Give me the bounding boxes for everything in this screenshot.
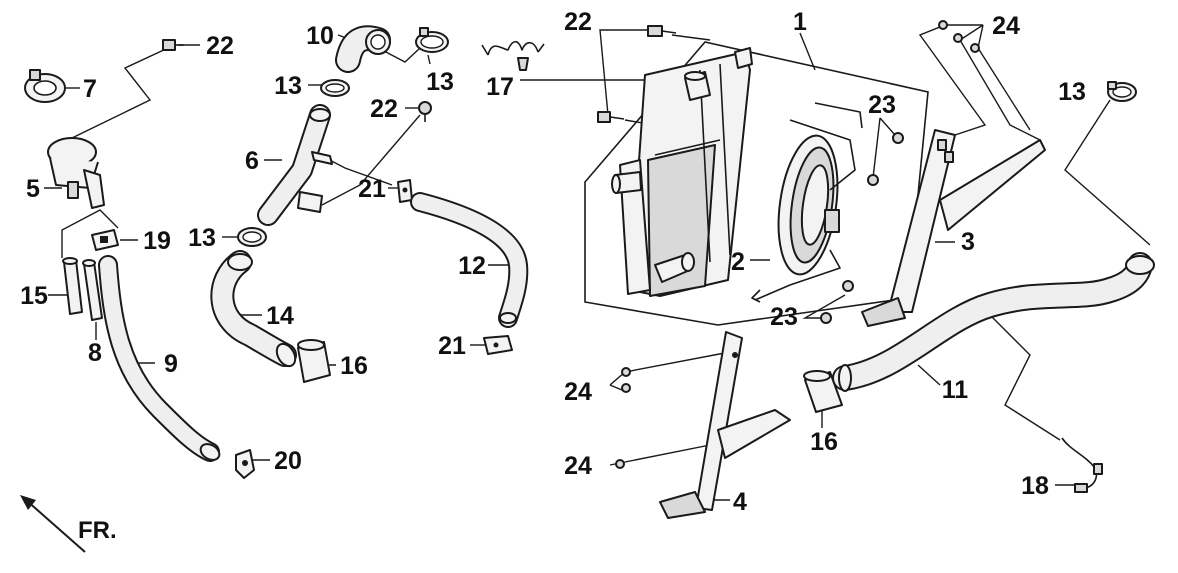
part-22-bolt-mid (418, 101, 432, 122)
callout-17: 17 (486, 73, 514, 101)
callout-22-mid: 22 (370, 95, 398, 123)
part-22-bolt-left (162, 39, 184, 51)
leader-lines (44, 24, 1151, 501)
callout-13-top: 13 (426, 68, 454, 96)
callout-16-right: 16 (810, 428, 838, 456)
part-13-hose-clamp-right (1107, 81, 1137, 102)
callout-24-top: 24 (992, 12, 1020, 40)
callout-15: 15 (20, 282, 48, 310)
part-8-breather-tube (82, 259, 103, 321)
part-6-water-pipe (257, 104, 333, 226)
callout-22-right: 22 (564, 8, 592, 36)
callout-11: 11 (942, 376, 969, 404)
part-3-radiator-bracket-right (861, 129, 1046, 327)
callout-5: 5 (26, 175, 40, 203)
part-23-bolt-lower-a (842, 280, 854, 292)
part-21-clip-lower (483, 335, 513, 355)
callout-1: 1 (793, 8, 807, 36)
part-18-wire-harness-clip (1061, 437, 1103, 493)
part-13-hose-clamp-mid (320, 79, 350, 97)
part-23-bolt-lower-b (820, 312, 832, 324)
callout-7: 7 (83, 75, 97, 103)
callout-labels: 1 2 3 4 5 6 7 8 9 10 11 12 13 13 13 13 1… (20, 8, 1086, 516)
part-21-clip-upper (397, 179, 413, 203)
callout-9: 9 (164, 350, 178, 378)
callout-13-lower: 13 (188, 224, 216, 252)
callout-23-upper: 23 (868, 91, 896, 119)
part-22-bolt-right-upper (647, 25, 677, 37)
part-5-filler-neck (47, 137, 105, 209)
callout-22-left: 22 (206, 32, 234, 60)
part-9-overflow-hose (98, 255, 221, 462)
callout-23-lower: 23 (770, 303, 798, 331)
callout-18: 18 (1021, 472, 1049, 500)
callout-24-mid: 24 (564, 378, 592, 406)
part-19-clip (91, 229, 119, 251)
callout-6: 6 (245, 147, 259, 175)
callout-20: 20 (274, 447, 302, 475)
callout-21-lower: 21 (438, 332, 466, 360)
part-22-bolt-right-lower (597, 111, 625, 123)
part-24-bolt-lower-a (621, 367, 631, 377)
part-17-fastener-clip (481, 40, 545, 71)
part-10-elbow-hose (335, 25, 391, 73)
part-15-breather-tube (62, 257, 83, 315)
callout-14: 14 (266, 302, 294, 330)
part-2-cooling-fan (751, 102, 863, 303)
callout-3: 3 (961, 228, 975, 256)
callout-21-upper: 21 (358, 175, 386, 203)
part-4-radiator-bracket-lower (659, 331, 791, 519)
part-23-bolt-upper-a (892, 132, 904, 144)
part-12-drain-hose (410, 192, 529, 328)
part-13-hose-clamp-lower (237, 227, 267, 247)
part-11-radiator-hose (832, 252, 1155, 392)
part-7-hose-clamp (24, 69, 66, 103)
callout-8: 8 (88, 339, 102, 367)
part-16-hose-sleeve-left (297, 339, 331, 383)
callout-19: 19 (143, 227, 171, 255)
front-label: FR. (78, 517, 117, 544)
part-24-bolt-top-a (938, 20, 948, 30)
part-24-bolt-lower-b (621, 383, 631, 393)
arrow-up-left-icon (20, 495, 86, 553)
part-24-bolt-top-b (953, 33, 963, 43)
callout-10: 10 (306, 22, 334, 50)
callout-13-mid: 13 (274, 72, 302, 100)
part-14-coolant-hose (210, 250, 297, 368)
part-1-radiator-assembly (584, 41, 929, 326)
callout-12: 12 (458, 252, 486, 280)
part-24-bolt-bottom (615, 459, 625, 469)
callout-24-bottom: 24 (564, 452, 592, 480)
part-13-hose-clamp-top (415, 27, 449, 53)
part-20-clamp (235, 449, 255, 479)
front-direction-indicator: FR. (20, 495, 117, 553)
part-23-bolt-upper-b (867, 174, 879, 186)
callout-13-right: 13 (1058, 78, 1086, 106)
callout-2: 2 (731, 248, 745, 276)
part-24-bolt-top-c (970, 43, 980, 53)
callout-4: 4 (733, 488, 747, 516)
callout-16-left: 16 (340, 352, 368, 380)
